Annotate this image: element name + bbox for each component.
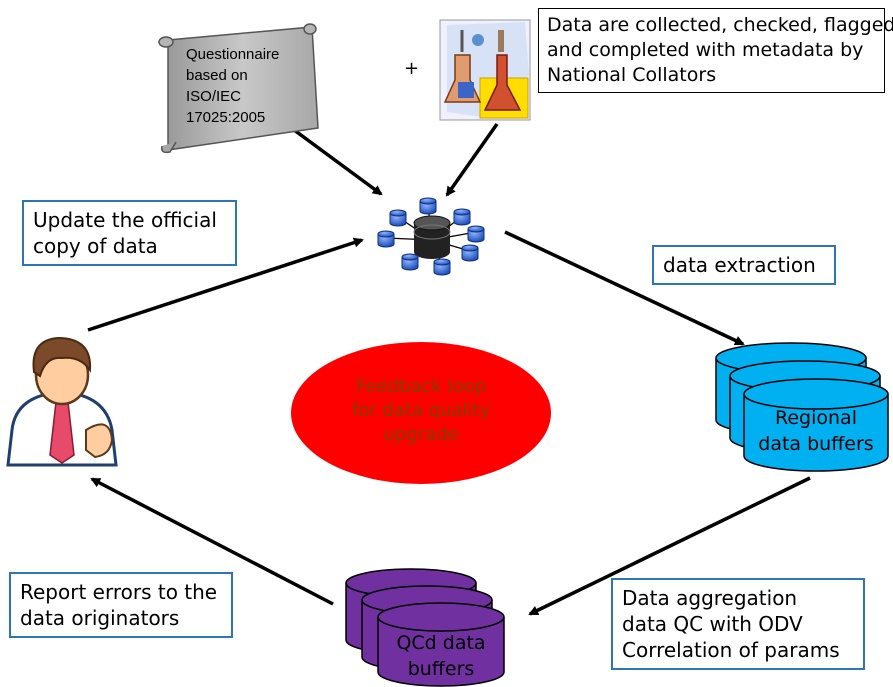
regional-data-buffers-label: Regional data buffers: [758, 407, 874, 455]
chemistry-lab-icon: [439, 19, 531, 121]
arrow-lab-to-db: [445, 122, 499, 197]
database-network-icon: [377, 197, 485, 276]
regional-data-buffers-cylinders: [715, 342, 889, 472]
arrows: [87, 122, 811, 616]
qcd-data-buffers-label: QCd data buffers: [396, 632, 486, 680]
questionnaire-text: Questionnaire based on ISO/IEC 17025:200…: [186, 46, 280, 126]
feedback-loop-ellipse: [291, 342, 551, 484]
user-avatar-icon: [6, 336, 118, 467]
arrow-db-to-regional: [504, 230, 745, 346]
plus-sign: +: [404, 58, 420, 79]
scroll-icon: [158, 23, 319, 154]
report-errors-box: Report errors to the data originators: [9, 572, 233, 638]
data-extraction-box: data extraction: [652, 245, 836, 285]
feedback-loop-text: Feedback loop for data quality upgrade: [351, 376, 491, 445]
arrow-qcd-to-user: [90, 477, 334, 606]
arrow-user-to-db: [87, 237, 364, 332]
qcd-data-buffers-cylinders: [345, 568, 505, 687]
arrow-scroll-to-db: [288, 125, 383, 196]
update-official-copy-box: Update the official copy of data: [22, 200, 237, 266]
collection-description-box: Data are collected, checked, flagged and…: [538, 8, 893, 93]
data-aggregation-box: Data aggregation data QC with ODV Correl…: [611, 578, 865, 670]
arrow-regional-to-qcd: [528, 476, 811, 616]
